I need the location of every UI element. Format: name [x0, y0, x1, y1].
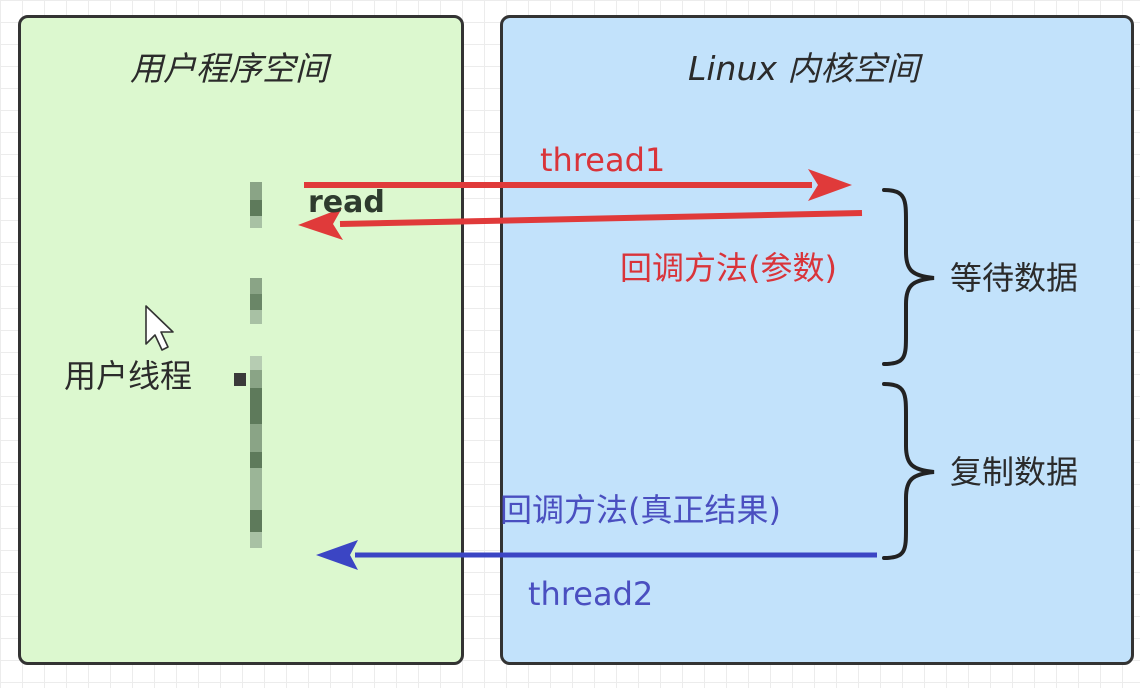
thread1-label: thread1 [540, 141, 666, 179]
read-label: read [308, 185, 385, 220]
callback-result-arrow [316, 540, 877, 570]
wait-data-brace [882, 188, 935, 366]
user-thread-lifeline [250, 182, 262, 548]
wait-data-label: 等待数据 [950, 259, 1079, 297]
lifeline-anchor [234, 373, 246, 386]
callback-param-label: 回调方法(参数) [620, 249, 837, 287]
callback-param-arrow [298, 208, 863, 240]
user-space-title: 用户程序空间 [130, 49, 328, 88]
callback-result-label: 回调方法(真正结果) [500, 491, 781, 529]
kernel-space-title: Linux 内核空间 [688, 49, 920, 88]
copy-data-label: 复制数据 [950, 453, 1079, 491]
copy-data-brace [882, 382, 935, 560]
thread1-request-arrow [304, 169, 852, 201]
user-thread-label: 用户线程 [64, 357, 193, 395]
thread2-label: thread2 [528, 575, 654, 613]
cursor-icon [145, 305, 174, 351]
